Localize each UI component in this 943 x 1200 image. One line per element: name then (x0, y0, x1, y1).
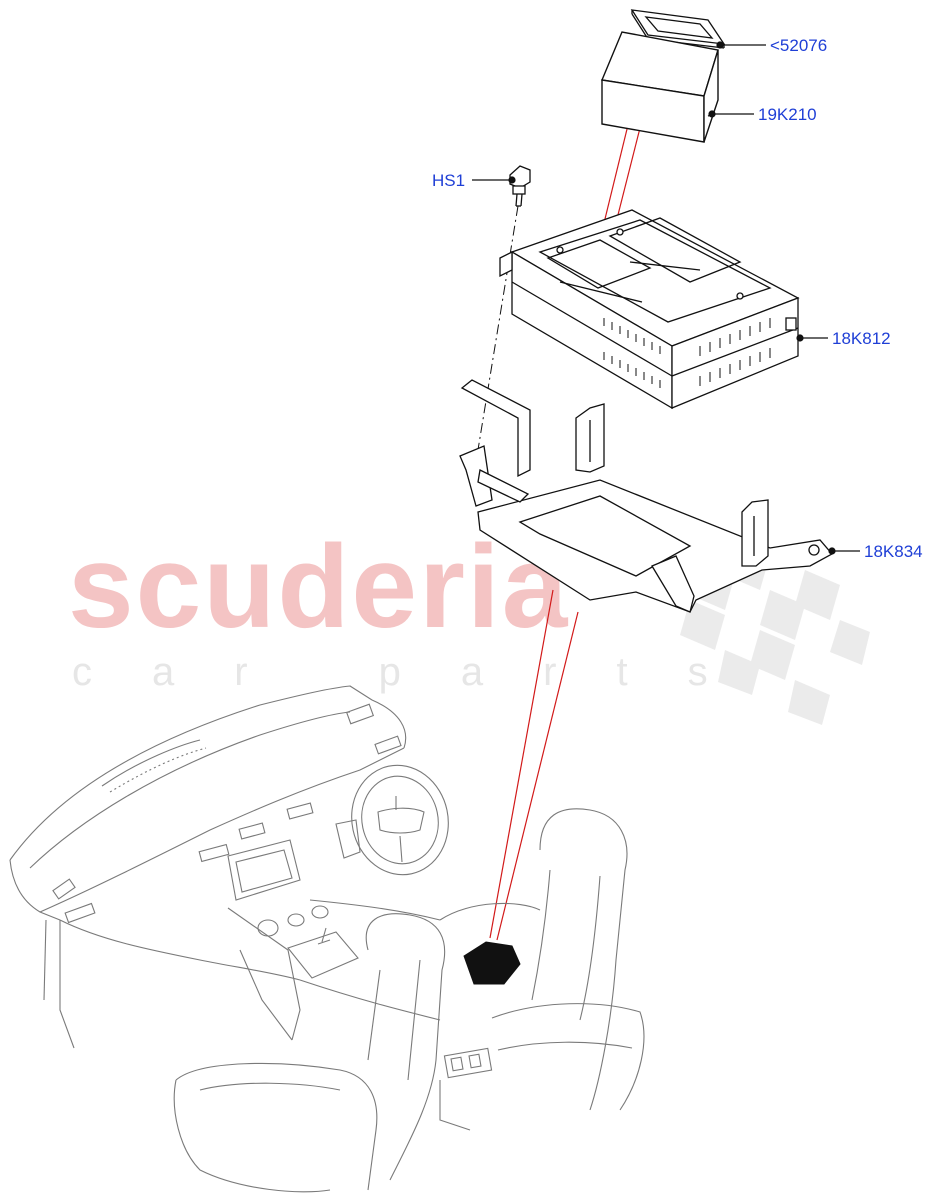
callout-18k812[interactable]: 18K812 (832, 329, 891, 348)
part-19k210-box (601, 31, 719, 143)
part-hs1-screw (509, 165, 531, 207)
callout-18k834[interactable]: 18K834 (864, 542, 923, 561)
callout-19k210[interactable]: 19K210 (758, 105, 817, 124)
vehicle-interior-sketch (9, 685, 645, 1193)
callout-52076[interactable]: <52076 (770, 36, 828, 55)
watermark-brand: scuderia (68, 521, 570, 653)
part-18k812-unit (499, 209, 800, 410)
part-18k834-bracket (459, 379, 834, 613)
callout-hs1[interactable]: HS1 (432, 171, 466, 190)
module-location-marker (463, 941, 521, 985)
screw-axis-line (475, 205, 519, 463)
watermark-tagline: car parts (72, 650, 768, 694)
callout-leaders (472, 41, 860, 555)
